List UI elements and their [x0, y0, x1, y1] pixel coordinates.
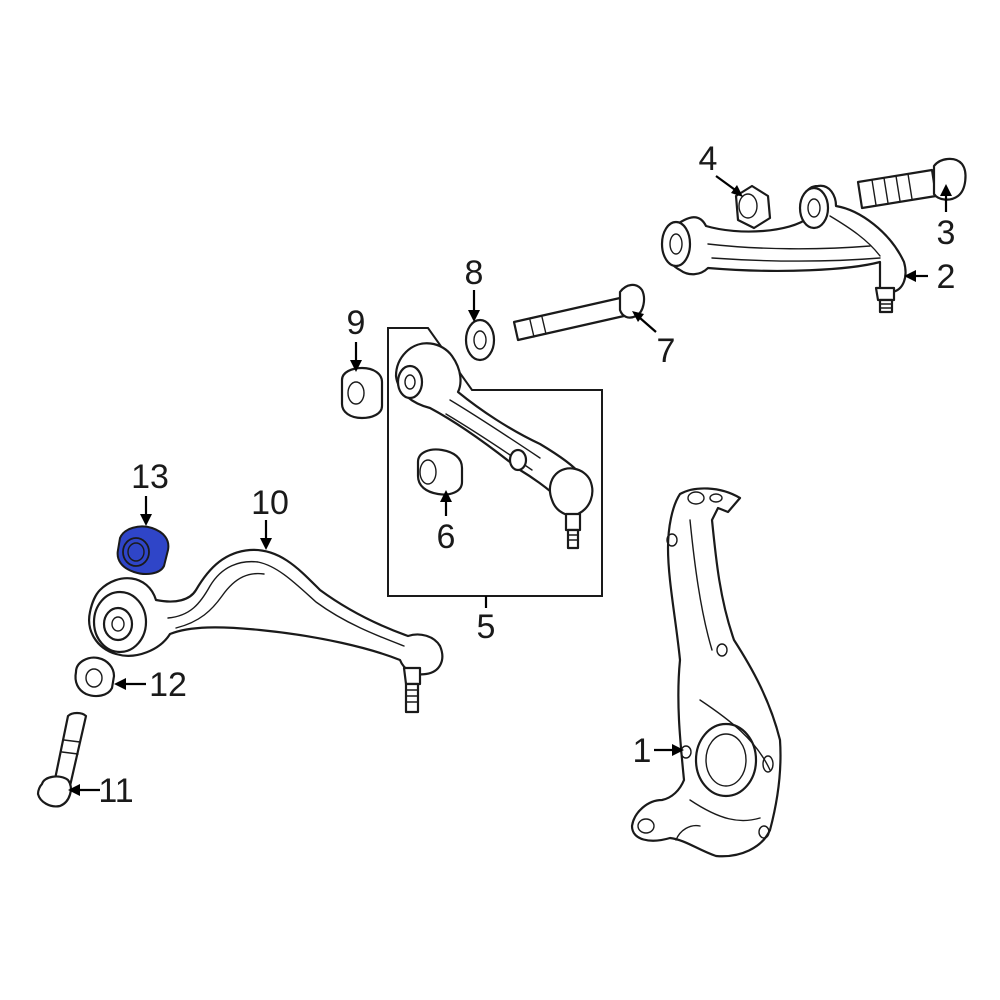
callout-leaders [68, 175, 952, 796]
part-2-upper-arm[interactable] [660, 184, 907, 314]
callout-9: 9 [347, 304, 366, 342]
part-4-nut[interactable] [734, 184, 772, 230]
callout-13: 13 [131, 458, 169, 496]
part-13-bushing[interactable] [116, 525, 170, 575]
part-7-bolt[interactable] [512, 283, 646, 342]
callout-2: 2 [937, 258, 956, 296]
part-5-group-box [387, 327, 603, 597]
callout-12: 12 [149, 666, 187, 704]
part-10-lower-arm[interactable] [88, 548, 444, 714]
part-11-bolt[interactable] [36, 711, 88, 808]
callout-11: 11 [98, 772, 133, 810]
callout-1: 1 [633, 732, 652, 770]
callout-3: 3 [937, 214, 956, 252]
part-6-bushing[interactable] [416, 448, 464, 496]
callout-8: 8 [465, 254, 484, 292]
callout-6: 6 [437, 518, 456, 556]
part-3-bolt[interactable] [856, 157, 967, 210]
callout-7: 7 [657, 332, 676, 370]
part-5-link-arm[interactable] [394, 342, 594, 550]
callout-5: 5 [477, 608, 496, 646]
part-8-washer[interactable] [464, 318, 496, 362]
part-9-bushing[interactable] [340, 366, 384, 420]
part-12-washer[interactable] [74, 656, 116, 698]
part-1-knuckle[interactable] [630, 487, 782, 858]
callout-4: 4 [699, 140, 718, 178]
callout-10: 10 [251, 484, 289, 522]
